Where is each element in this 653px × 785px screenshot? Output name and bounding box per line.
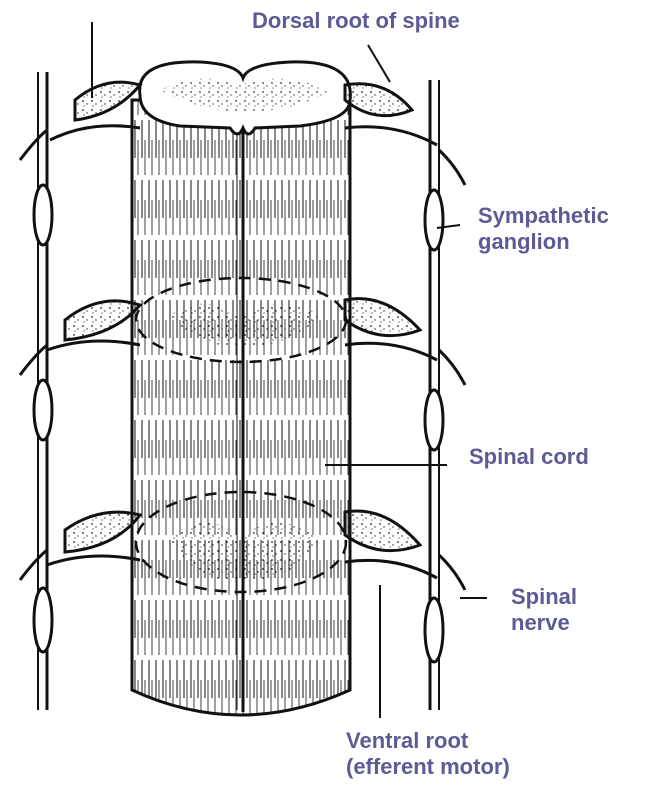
- label-ventral-root-line1: Ventral root: [346, 728, 510, 754]
- right-spinal-nerves: [345, 84, 437, 578]
- label-dorsal-root-text: Dorsal root of spine: [252, 8, 460, 33]
- top-cross-section: [140, 62, 351, 134]
- label-sympathetic-line1: Sympathetic: [478, 203, 609, 229]
- right-sympathetic-chain: [425, 80, 465, 710]
- label-spinal-cord: Spinal cord: [469, 444, 589, 470]
- label-spinal-cord-text: Spinal cord: [469, 444, 589, 469]
- label-ventral-root-line2: (efferent motor): [346, 754, 510, 780]
- label-spinal-nerve: Spinal nerve: [511, 584, 577, 637]
- label-sympathetic-line2: ganglion: [478, 229, 609, 255]
- label-sympathetic-ganglion: Sympathetic ganglion: [478, 203, 609, 256]
- leader-dorsal-root: [368, 45, 390, 82]
- label-ventral-root: Ventral root (efferent motor): [346, 728, 510, 781]
- label-spinal-nerve-line2: nerve: [511, 610, 577, 636]
- left-spinal-nerves: [47, 82, 140, 565]
- spinal-cord-column: [132, 100, 350, 715]
- left-sympathetic-chain: [20, 72, 52, 710]
- label-dorsal-root: Dorsal root of spine: [252, 8, 460, 34]
- label-spinal-nerve-line1: Spinal: [511, 584, 577, 610]
